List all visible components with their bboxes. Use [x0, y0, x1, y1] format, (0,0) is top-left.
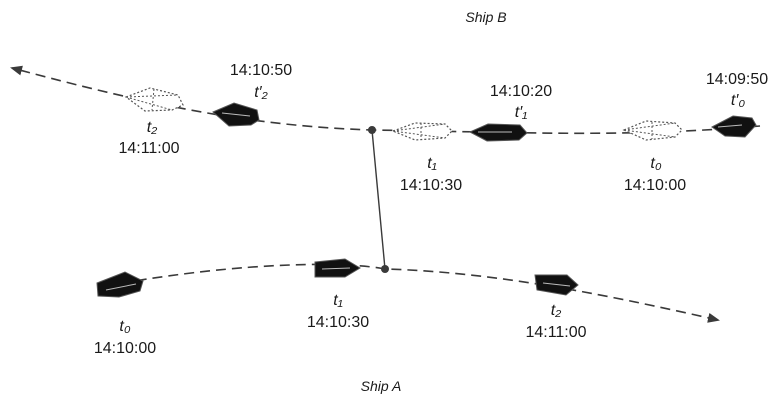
ship-b-t0-time: 14:10:00 [623, 177, 687, 194]
ship-b-t1p-time: 14:10:20 [489, 83, 553, 100]
closest-approach-line [371, 129, 386, 270]
ship-b-predicted-t0-icon [622, 120, 683, 141]
ship-b-predicted-t2-icon [124, 87, 184, 112]
ship-a-t2-time: 14:11:00 [525, 324, 587, 341]
ship-b-predicted-t1-icon [391, 122, 453, 141]
ship-a-position-t1-icon [314, 258, 361, 278]
ship-a-trajectory [104, 263, 720, 323]
ship-b-t0-label: t₀ [650, 155, 662, 172]
ship-a-title: Ship A [360, 378, 402, 394]
ship-a-t1-time: 14:10:30 [306, 314, 370, 331]
ship-b-t2p-label: t′₂ [254, 84, 268, 101]
ship-b-position-t0p-icon [711, 115, 757, 138]
ship-a-t0-label: t₀ [119, 318, 131, 335]
ship-b-t1p-label: t′₁ [514, 104, 528, 121]
ship-b-t1-label: t₁ [427, 155, 437, 172]
ship-b-position-t1p-icon [468, 123, 528, 142]
ship-a-t2-label: t₂ [550, 302, 562, 319]
ship-b-title: Ship B [465, 9, 507, 25]
ship-b-t0p-time: 14:09:50 [705, 71, 769, 88]
ship-b-t0p-label: t′₀ [730, 92, 746, 109]
ship-b-t2-time: 14:11:00 [118, 140, 180, 157]
ship-a-t1-label: t₁ [333, 292, 343, 309]
ship-a-position-t0-icon [96, 271, 144, 298]
ship-b-t2p-time: 14:10:50 [229, 62, 293, 79]
ship-b-t2-label: t₂ [146, 119, 158, 136]
ship-a-t0-time: 14:10:00 [93, 340, 157, 357]
ship-b-position-t2p-icon [212, 102, 260, 127]
ship-a-cpa-point [381, 265, 389, 273]
ship-b-t1-time: 14:10:30 [399, 177, 463, 194]
ship-a-position-t2-icon [534, 274, 579, 296]
ship-b-cpa-point [368, 126, 376, 134]
